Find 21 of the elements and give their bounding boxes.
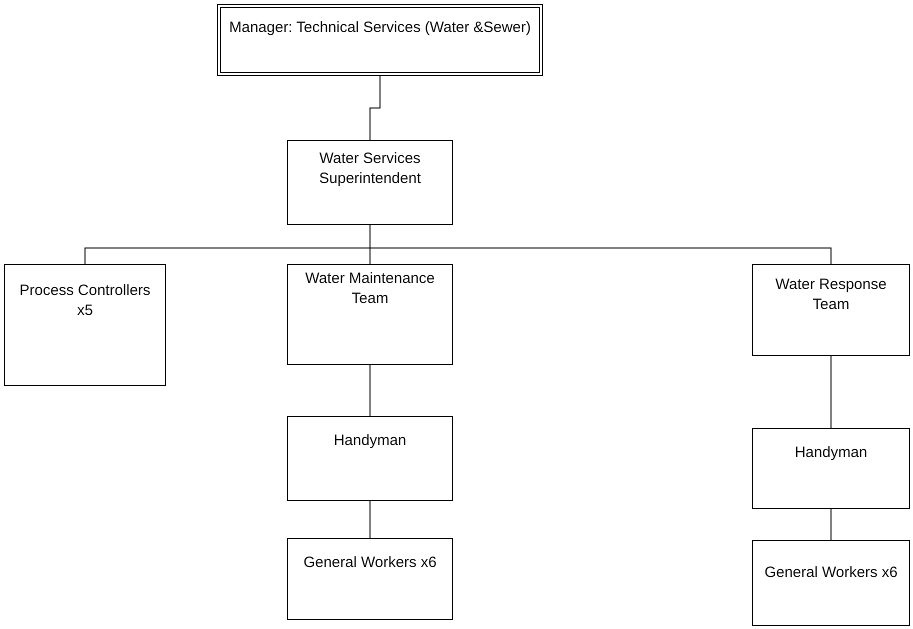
org-box [752, 428, 910, 509]
connector-line [370, 76, 380, 140]
role-title: Process Controllers x5 [18, 281, 152, 321]
role-title: General Workers x6 [763, 563, 899, 583]
org-box [287, 140, 453, 225]
org-box [287, 538, 453, 620]
role-title: Water Maintenance Team [304, 269, 436, 309]
org-box [287, 416, 453, 501]
role-title: Handyman [794, 443, 868, 463]
role-title: Handyman [332, 431, 408, 451]
org-box [752, 540, 910, 626]
role-title: Water Response Team [774, 275, 888, 315]
role-title: Water Services Superintendent [318, 149, 422, 189]
org-box [752, 264, 910, 356]
role-title: General Workers x6 [302, 553, 438, 573]
connector-line [830, 356, 832, 428]
org-box [287, 264, 453, 365]
role-title: Manager: Technical Services (Water &Sewer) [228, 18, 532, 38]
org-box [217, 4, 543, 76]
connector-line [830, 508, 832, 540]
org-box [4, 264, 166, 386]
